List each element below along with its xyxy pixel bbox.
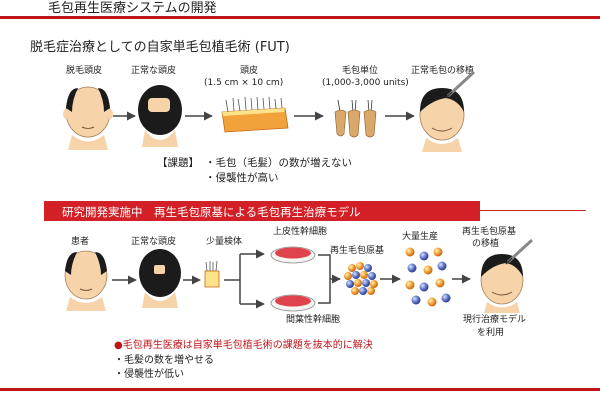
note-main: ●毛包再生医療は自家単毛包植毛術の課題を抜本的に解決 xyxy=(114,340,373,351)
germ-cluster-icon xyxy=(344,262,378,295)
bald-head-icon-2 xyxy=(64,250,108,311)
section1-heading: 脱毛症治療としての自家単毛包植毛術 (FUT) xyxy=(30,40,290,55)
section2-band: 研究開発実施中 再生毛包原基による毛包再生治療モデル xyxy=(44,201,480,221)
label-scalp-size: (1.5 cm × 10 cm) xyxy=(204,78,284,88)
label-epithelial: 上皮性幹細胞 xyxy=(273,227,328,237)
bottom-rule xyxy=(0,388,600,391)
challenge-2: ・侵襲性が高い xyxy=(205,172,279,184)
label-normal-scalp: 正常な頭皮 xyxy=(131,66,177,76)
label-follicle-count: (1,000-3,000 units) xyxy=(322,78,409,88)
label-existing-2: を利用 xyxy=(477,328,505,338)
note-2: ・侵襲性が低い xyxy=(114,369,184,380)
label-existing-1: 現行治療モデル xyxy=(463,315,527,325)
label-transplant-2b: の移植 xyxy=(472,239,500,249)
label-germ: 再生毛包原基 xyxy=(330,246,385,256)
culture-dish-top-icon xyxy=(270,246,316,264)
challenge-1: ・毛包（毛髪）の数が増えない xyxy=(205,157,352,169)
note-1: ・毛髪の数を増やせる xyxy=(114,355,214,366)
page-title: 毛包再生医療システムの開発 xyxy=(48,1,217,16)
band-line xyxy=(480,210,586,211)
transplant-head-icon xyxy=(419,70,476,152)
label-normal-scalp-2: 正常な頭皮 xyxy=(131,237,177,247)
follicle-units-icon xyxy=(334,99,377,138)
title-rule xyxy=(0,16,600,19)
head-back-icon xyxy=(138,85,182,147)
label-sample: 少量検体 xyxy=(206,237,243,247)
label-transplant-2a: 再生毛包原基 xyxy=(462,227,517,237)
label-patient: 患者 xyxy=(71,237,90,247)
head-back-icon-2 xyxy=(139,249,181,308)
label-transplant: 正常毛包の移植 xyxy=(411,66,475,76)
bald-head-icon xyxy=(63,86,113,150)
label-mass: 大量生産 xyxy=(402,232,439,242)
label-follicle-unit: 毛包単位 xyxy=(342,66,379,76)
scalp-strip-icon xyxy=(221,96,289,133)
culture-dish-bottom-icon xyxy=(270,294,316,312)
section2-band-text: 研究開発実施中 再生毛包原基による毛包再生治療モデル xyxy=(62,205,361,219)
label-scalp: 頭皮 xyxy=(240,66,259,76)
mass-production-icon xyxy=(405,247,451,307)
label-mesenchymal: 間葉性幹細胞 xyxy=(286,315,341,325)
challenge-label: 【課題】 xyxy=(157,157,199,169)
sample-icon xyxy=(204,260,220,288)
transplant-head-icon-2 xyxy=(480,238,534,313)
label-patient-head: 脱毛頭皮 xyxy=(66,66,103,76)
